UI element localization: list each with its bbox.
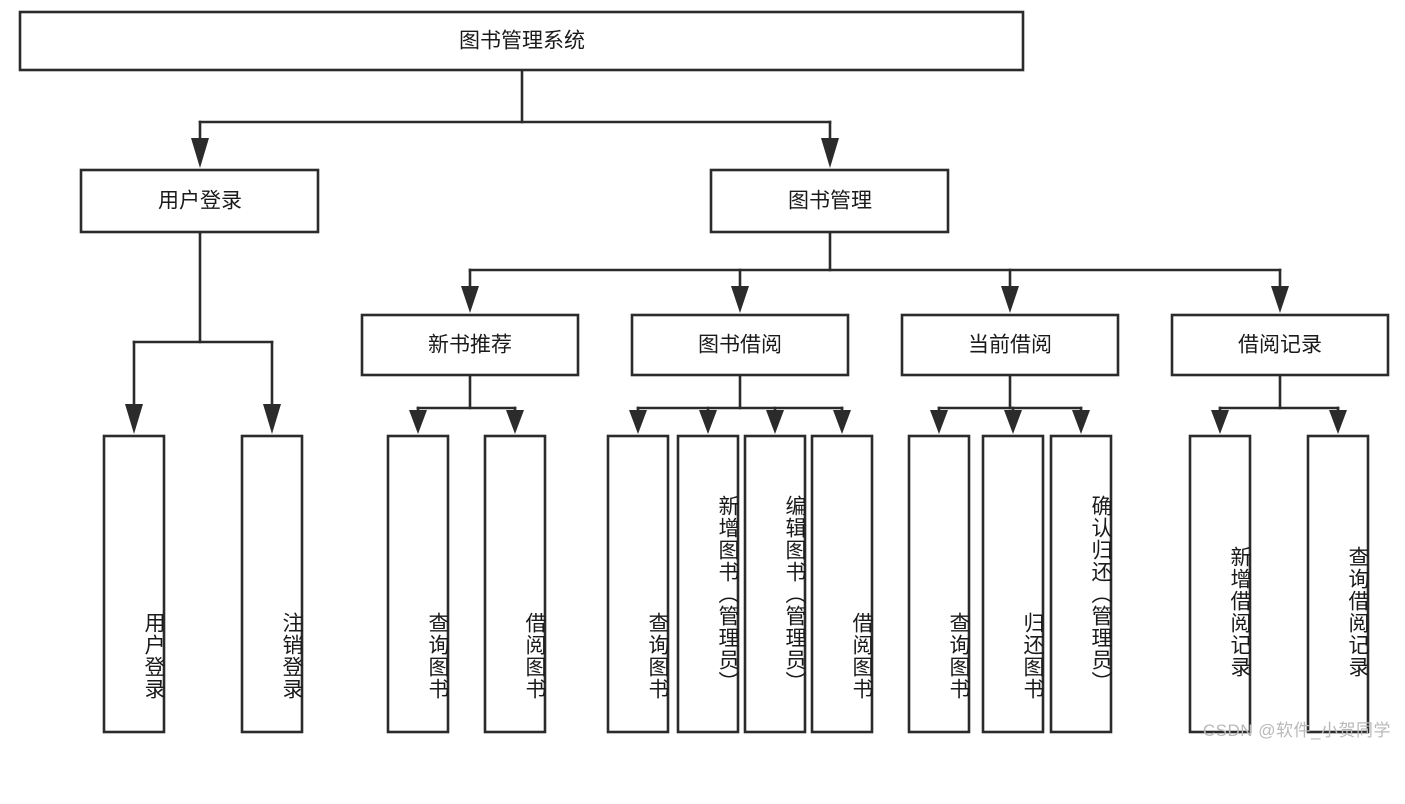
node-box-borrow-record[interactable] [1170, 313, 1390, 377]
arrow-head-book-borrow [731, 286, 749, 313]
arrow-head-rec-leaf-2 [506, 410, 524, 434]
leaf-box-4[interactable] [606, 434, 670, 734]
arrow-head-current-borrow [1001, 286, 1019, 313]
leaf-box-2[interactable] [386, 434, 450, 734]
label-new-book-recommend: 新书推荐 [428, 334, 512, 357]
label-current-borrow: 当前借阅 [968, 334, 1052, 357]
arrow-head-borrow-leaf-1 [629, 410, 647, 434]
node-box-layer [18, 10, 1390, 734]
watermark-text: CSDN @软件_小贺同学 [1202, 721, 1391, 740]
arrow-head-to-user-login [191, 138, 209, 168]
leaf-box-6[interactable] [743, 434, 807, 734]
leaf-box-11[interactable] [1188, 434, 1252, 734]
node-box-book-management[interactable] [709, 168, 950, 234]
leaf-box-1[interactable] [240, 434, 304, 734]
node-box-root[interactable] [18, 10, 1025, 72]
label-book-borrow: 图书借阅 [698, 334, 782, 357]
flowchart-svg: 图书管理系统 用户登录 图书管理 新书推荐 图书借阅 当前借阅 借阅记录 [18, 10, 1390, 734]
arrow-head-new-book-rec [461, 286, 479, 313]
leaf-box-7[interactable] [810, 434, 874, 734]
arrow-head-record-leaf-1 [1211, 410, 1229, 434]
arrow-head-leaf-user-logout [263, 404, 281, 434]
arrow-head-leaf-user-login [125, 404, 143, 434]
node-label-layer: 图书管理系统 用户登录 图书管理 新书推荐 图书借阅 当前借阅 借阅记录 [158, 30, 1322, 357]
leaf-box-0[interactable] [102, 434, 166, 734]
arrow-head-rec-leaf-1 [409, 410, 427, 434]
node-box-current-borrow[interactable] [900, 313, 1120, 377]
label-user-login: 用户登录 [158, 190, 242, 213]
connector-layer [125, 68, 1347, 434]
flowchart-diagram: 图书管理系统 用户登录 图书管理 新书推荐 图书借阅 当前借阅 借阅记录 用户登… [18, 10, 1391, 740]
leaf-box-5[interactable] [676, 434, 740, 734]
arrow-head-borrow-leaf-3 [766, 410, 784, 434]
arrow-head-borrow-leaf-2 [699, 410, 717, 434]
arrow-head-to-book-manage [821, 138, 839, 168]
leaf-box-12[interactable] [1306, 434, 1370, 734]
arrow-head-current-leaf-3 [1072, 410, 1090, 434]
label-borrow-record: 借阅记录 [1238, 334, 1322, 357]
node-box-book-borrow[interactable] [630, 313, 850, 377]
arrow-head-current-leaf-2 [1004, 410, 1022, 434]
arrow-head-record-leaf-2 [1329, 410, 1347, 434]
label-book-management: 图书管理 [788, 190, 872, 213]
arrow-head-borrow-leaf-4 [833, 410, 851, 434]
node-box-new-book-recommend[interactable] [360, 313, 580, 377]
leaf-box-3[interactable] [483, 434, 547, 734]
label-root: 图书管理系统 [459, 30, 585, 53]
leaf-box-8[interactable] [907, 434, 971, 734]
arrow-head-current-leaf-1 [930, 410, 948, 434]
leaf-box-10[interactable] [1049, 434, 1113, 734]
node-box-user-login[interactable] [79, 168, 320, 234]
leaf-box-9[interactable] [981, 434, 1045, 734]
arrow-head-borrow-record [1271, 286, 1289, 313]
